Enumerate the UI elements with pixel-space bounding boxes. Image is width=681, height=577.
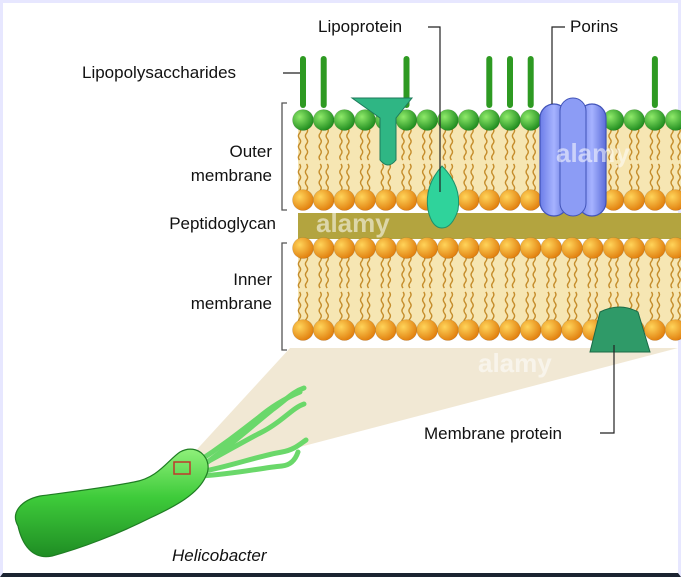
phospholipid-head: [396, 238, 417, 259]
phospholipid-head: [313, 238, 334, 259]
lps-head: [644, 110, 665, 131]
label-outer-membrane-line2: membrane: [172, 166, 272, 186]
lps-chain: [507, 56, 513, 108]
lps-head: [500, 110, 521, 131]
label-porins: Porins: [570, 17, 618, 37]
phospholipid-head: [396, 320, 417, 341]
label-lipoprotein: Lipoprotein: [318, 17, 402, 37]
phospholipid-head: [500, 238, 521, 259]
phospholipid-head: [624, 190, 645, 211]
phospholipid-head: [417, 320, 438, 341]
phospholipid-head: [458, 238, 479, 259]
lps-head: [334, 110, 355, 131]
phospholipid-head: [603, 238, 624, 259]
helicobacter-body: [15, 449, 208, 556]
phospholipid-head: [437, 320, 458, 341]
phospholipid-head: [293, 238, 314, 259]
lps-head: [458, 110, 479, 131]
lps-chain: [486, 56, 492, 108]
phospholipid-head: [355, 320, 376, 341]
phospholipid-head: [458, 320, 479, 341]
label-lipopolysaccharides: Lipopolysaccharides: [82, 63, 236, 83]
label-inner-membrane-line1: Inner: [200, 270, 272, 290]
phospholipid-head: [644, 320, 665, 341]
phospholipid-head: [458, 190, 479, 211]
lps-chain: [528, 56, 534, 108]
phospholipid-head: [541, 320, 562, 341]
lps-head: [520, 110, 541, 131]
lps-chain: [321, 56, 327, 108]
phospholipid-head: [334, 320, 355, 341]
lps-head: [417, 110, 438, 131]
watermark-text: alamy: [478, 348, 552, 378]
zoom-cone: [178, 348, 678, 470]
label-peptidoglycan: Peptidoglycan: [140, 214, 276, 234]
phospholipid-head: [375, 320, 396, 341]
phospholipid-head: [562, 320, 583, 341]
phospholipid-head: [582, 238, 603, 259]
phospholipid-head: [313, 320, 334, 341]
phospholipid-head: [520, 190, 541, 211]
lps-chain: [300, 56, 306, 108]
label-helicobacter: Helicobacter: [172, 546, 267, 566]
label-inner-membrane-line2: membrane: [172, 294, 272, 314]
phospholipid-head: [520, 238, 541, 259]
label-membrane-protein: Membrane protein: [424, 424, 562, 444]
lps-chain: [652, 56, 658, 108]
phospholipid-head: [293, 190, 314, 211]
phospholipid-head: [355, 238, 376, 259]
phospholipid-head: [500, 320, 521, 341]
membrane-brackets: [282, 103, 287, 350]
phospholipid-head: [479, 320, 500, 341]
phospholipid-head: [541, 238, 562, 259]
phospholipid-head: [562, 238, 583, 259]
phospholipid-head: [644, 190, 665, 211]
phospholipid-head: [293, 320, 314, 341]
lps-head: [313, 110, 334, 131]
lps-head: [293, 110, 314, 131]
phospholipid-head: [644, 238, 665, 259]
label-outer-membrane-line1: Outer: [200, 142, 272, 162]
phospholipid-head: [624, 238, 645, 259]
phospholipid-head: [396, 190, 417, 211]
phospholipid-head: [417, 238, 438, 259]
phospholipid-head: [520, 320, 541, 341]
phospholipid-head: [500, 190, 521, 211]
phospholipid-head: [334, 238, 355, 259]
watermark-text: alamy: [316, 208, 390, 238]
phospholipid-head: [437, 238, 458, 259]
phospholipid-head: [375, 238, 396, 259]
phospholipid-head: [479, 190, 500, 211]
lipopolysaccharide-chains: [300, 56, 658, 108]
lps-head: [624, 110, 645, 131]
phospholipid-head: [479, 238, 500, 259]
lps-head: [479, 110, 500, 131]
watermark-text: alamy: [556, 138, 630, 168]
